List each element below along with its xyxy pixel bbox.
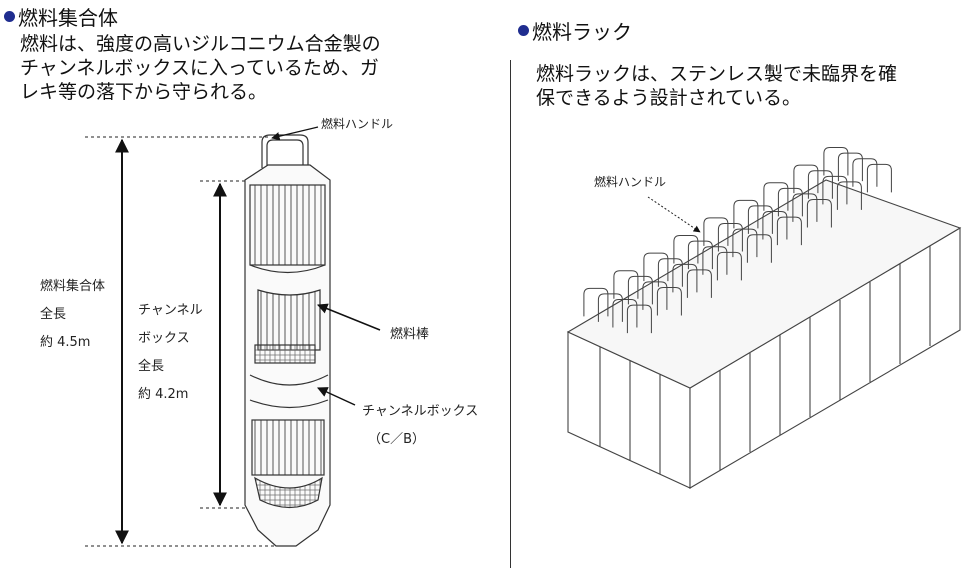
- rack-handle-icon: [762, 211, 788, 240]
- assembly-length-label: 燃料集合体 全長 約 4.5m: [40, 273, 105, 357]
- rack-handle-label: 燃料ハンドル: [594, 175, 667, 189]
- dimension-guides: [85, 136, 280, 547]
- fuel-assembly-title: 燃料集合体: [4, 2, 118, 31]
- rack-handle-icon: [672, 263, 698, 293]
- rack-handle-icon: [642, 281, 668, 310]
- fuel-assembly-drawing: [244, 134, 331, 547]
- channel-length-line: 約 4.2m: [138, 387, 189, 402]
- fuel-rack-description: 燃料ラックは、ステンレス製で未臨界を確 保できるよう設計されている。: [536, 62, 897, 110]
- assembly-length-line: 燃料集合体: [40, 279, 106, 294]
- channel-length-label: チャンネル ボックス 全長 約 4.2m: [138, 297, 203, 409]
- column-divider: [510, 60, 511, 568]
- rack-handle-icon: [656, 287, 682, 316]
- rack-handle-icon: [866, 163, 892, 193]
- fuel-rod-label: 燃料棒: [390, 327, 430, 342]
- rack-handle-icon: [852, 158, 878, 187]
- description-line: 燃料は、強度の高いジルコニウム合金製の: [20, 33, 381, 55]
- fuel-assembly-title-text: 燃料集合体: [18, 6, 118, 30]
- rack-handle-icon: [763, 182, 789, 211]
- bullet-icon: [4, 11, 15, 22]
- rack-handle-icon: [597, 293, 623, 322]
- assembly-length-line: 全長: [40, 307, 67, 322]
- handle-label: 燃料ハンドル: [321, 117, 394, 131]
- rack-handle-icon: [702, 246, 728, 275]
- rack-handle-icon: [807, 170, 833, 199]
- channel-length-line: 全長: [138, 359, 165, 374]
- rack-handle-icon: [627, 275, 653, 305]
- rack-handle-callout-line: [647, 196, 701, 233]
- rack-handle-icon: [822, 175, 848, 205]
- rack-handle-icon: [613, 270, 639, 299]
- rack-handle-icon: [793, 164, 819, 194]
- rack-handle-icon: [747, 205, 773, 234]
- rack-handle-icon: [836, 181, 862, 210]
- rack-handle-icon: [703, 217, 729, 246]
- fuel-rack-drawing: [566, 179, 962, 489]
- rack-handles: [583, 147, 892, 334]
- channel-length-line: ボックス: [138, 331, 190, 346]
- fuel-rack-title-text: 燃料ラック: [532, 20, 632, 44]
- rack-handle-icon: [792, 193, 818, 222]
- channel-box-abbr-label: （C／B）: [368, 432, 425, 447]
- channel-box-callout-line: [317, 387, 356, 406]
- rack-handle-icon: [612, 299, 638, 328]
- assembly-length-line: 約 4.5m: [40, 335, 91, 350]
- rack-handle-icon: [643, 252, 669, 282]
- rack-handle-icon: [686, 269, 712, 298]
- channel-length-line: チャンネル: [138, 303, 203, 318]
- description-line: レキ等の落下から守られる。: [20, 81, 268, 103]
- rack-handle-icon: [626, 304, 652, 334]
- rack-handle-icon: [837, 152, 863, 182]
- rack-handle-icon: [687, 240, 713, 270]
- rack-handle-icon: [806, 199, 832, 228]
- rack-handle-icon: [733, 199, 759, 229]
- description-line: チャンネルボックスに入っているため、ガ: [20, 57, 379, 79]
- rack-handle-icon: [732, 228, 758, 258]
- handle-callout-line: [271, 126, 319, 141]
- rack-handle-icon: [823, 147, 849, 176]
- rack-handle-icon: [583, 287, 609, 317]
- bullet-icon: [518, 25, 529, 36]
- rack-handle-icon: [777, 187, 803, 217]
- rack-handle-icon: [776, 216, 802, 246]
- description-line: 燃料ラックは、ステンレス製で未臨界を確: [536, 63, 898, 85]
- rack-handle-icon: [657, 258, 683, 287]
- fuel-rack-title: 燃料ラック: [518, 16, 632, 45]
- fuel-assembly-description: 燃料は、強度の高いジルコニウム合金製の チャンネルボックスに入っているため、ガ …: [20, 32, 381, 104]
- channel-box-label: チャンネルボックス: [362, 404, 479, 419]
- rack-handle-icon: [716, 251, 742, 281]
- rack-handle-icon: [673, 235, 699, 264]
- rack-handle-icon: [746, 234, 772, 263]
- rack-handle-icon: [717, 223, 743, 252]
- fuel-rod-callout-line: [317, 303, 381, 331]
- description-line: 保できるよう設計されている。: [536, 87, 802, 109]
